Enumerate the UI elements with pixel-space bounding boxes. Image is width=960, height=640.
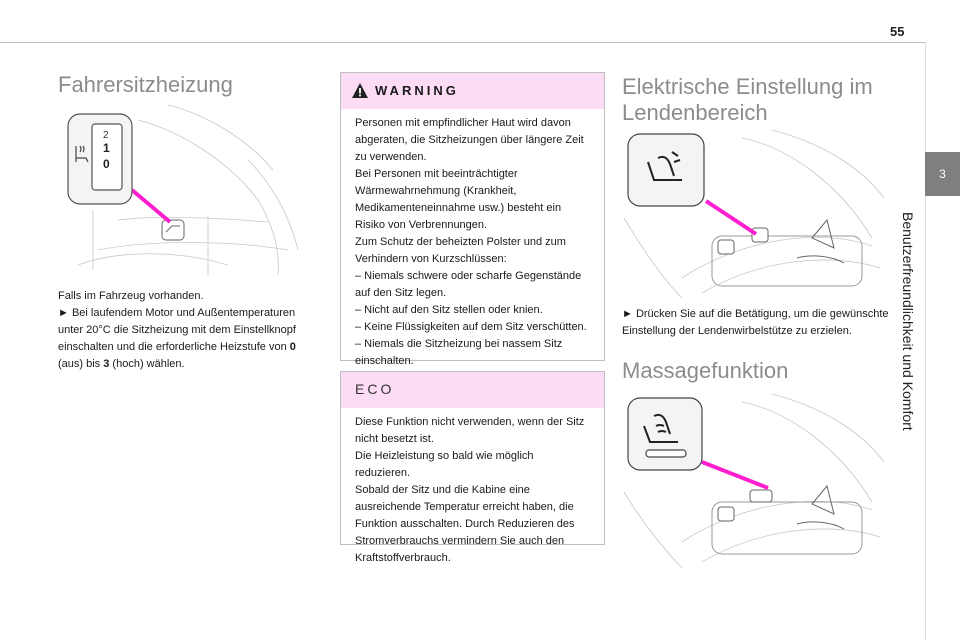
chapter-title-text: Benutzerfreundlichkeit und Komfort bbox=[900, 212, 916, 431]
page-number: 55 bbox=[890, 24, 905, 39]
instruction-part: (hoch) wählen. bbox=[109, 358, 185, 370]
warning-heading: WARNING bbox=[375, 83, 459, 98]
chapter-title: Benutzerfreundlichkeit und Komfort bbox=[900, 212, 960, 442]
lumbar-title-line: Lendenbereich bbox=[622, 100, 768, 125]
dial-label-0: 0 bbox=[103, 157, 110, 171]
instruction-part: ► Bei laufendem Motor und Außentemperatu… bbox=[58, 307, 296, 353]
level-high: 3 bbox=[103, 358, 110, 370]
seat-heating-text: Falls im Fahrzeug vorhanden. ► Bei laufe… bbox=[58, 288, 322, 373]
section-title-lumbar: Elektrische Einstellung im Lendenbereich bbox=[622, 74, 912, 126]
warning-header: WARNING bbox=[341, 73, 604, 109]
header-rule bbox=[0, 42, 925, 43]
availability-note: Falls im Fahrzeug vorhanden. bbox=[58, 290, 204, 302]
warning-line: Bei Personen mit beeinträchtigter Wärmew… bbox=[355, 168, 562, 231]
eco-body: Diese Funktion nicht verwenden, wenn der… bbox=[341, 408, 604, 567]
seat-heater-icon bbox=[75, 145, 89, 163]
side-rail bbox=[925, 42, 926, 640]
instruction-part: (aus) bis bbox=[58, 358, 104, 370]
warning-line: Zum Schutz der beheizten Polster und zum… bbox=[355, 236, 566, 265]
warning-line: Personen mit empfindlicher Haut wird dav… bbox=[355, 117, 584, 163]
chapter-tab[interactable]: 3 bbox=[925, 152, 960, 196]
eco-header: ECO bbox=[341, 372, 604, 408]
warning-line: – Niemals schwere oder scharfe Gegenstän… bbox=[355, 270, 582, 299]
massage-illustration bbox=[623, 393, 885, 569]
dial-label-2: 2 bbox=[103, 130, 109, 141]
warning-triangle-icon bbox=[352, 83, 368, 98]
section-title-seat-heating: Fahrersitzheizung bbox=[58, 72, 233, 97]
warning-line: – Niemals die Sitzheizung bei nassem Sit… bbox=[355, 338, 563, 367]
lumbar-title-line: Elektrische Einstellung im bbox=[622, 74, 873, 99]
warning-line: – Keine Flüssigkeiten auf dem Sitz versc… bbox=[355, 321, 587, 333]
massage-button-bar bbox=[645, 449, 687, 458]
section-title-massage: Massagefunktion bbox=[622, 358, 789, 383]
seat-heating-illustration: 2 1 0 bbox=[67, 104, 299, 276]
level-off: 0 bbox=[289, 341, 296, 353]
warning-line: – Nicht auf den Sitz stellen oder knien. bbox=[355, 304, 543, 316]
eco-line: Die Heizleistung so bald wie möglich red… bbox=[355, 450, 534, 479]
lumbar-seat-icon bbox=[647, 151, 682, 181]
lumbar-instruction: ► Drücken Sie auf die Betätigung, um die… bbox=[622, 308, 889, 337]
massage-seat-icon bbox=[643, 413, 678, 443]
eco-heading: ECO bbox=[355, 381, 395, 397]
lumbar-illustration bbox=[623, 129, 885, 299]
eco-line: Sobald der Sitz und die Kabine eine ausr… bbox=[355, 484, 575, 564]
seat-heating-instruction: ► Bei laufendem Motor und Außentemperatu… bbox=[58, 305, 322, 373]
eco-box: ECO Diese Funktion nicht verwenden, wenn… bbox=[340, 371, 605, 564]
dial-label-1: 1 bbox=[103, 141, 110, 155]
warning-body: Personen mit empfindlicher Haut wird dav… bbox=[341, 109, 604, 370]
eco-line: Diese Funktion nicht verwenden, wenn der… bbox=[355, 416, 585, 445]
warning-box: WARNING Personen mit empfindlicher Haut … bbox=[340, 72, 605, 367]
